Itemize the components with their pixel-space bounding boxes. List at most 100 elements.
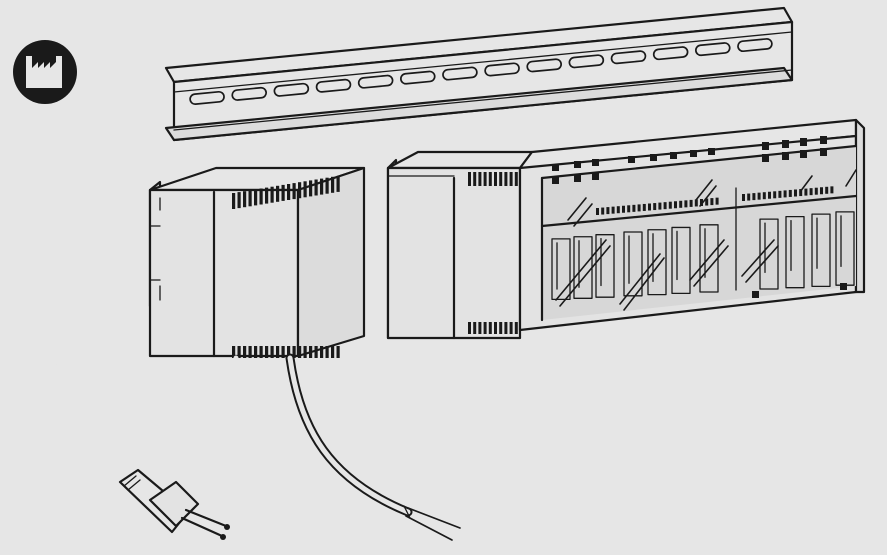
terminal-pin (601, 207, 605, 215)
terminal-pin (648, 203, 651, 211)
terminal-pin (468, 172, 471, 186)
rail-slot (357, 74, 394, 89)
terminal-pin (642, 203, 646, 211)
terminal-pin (303, 346, 307, 358)
rail-slot (273, 82, 310, 97)
indicator-led (592, 159, 599, 166)
glass-reflection (699, 185, 717, 207)
terminal-pin (637, 204, 641, 212)
terminal-pin (694, 199, 698, 207)
terminal-pin (752, 193, 756, 201)
terminal-pin (509, 172, 513, 186)
terminal-pin (248, 346, 252, 358)
terminal-pin (331, 176, 335, 193)
glass-reflection (693, 245, 729, 287)
terminal-pin (281, 346, 285, 358)
terminal-pin (276, 185, 280, 202)
terminal-pin (814, 187, 818, 195)
terminal-pin (494, 322, 497, 334)
indicator-led (782, 140, 789, 148)
terminal-pin (314, 346, 318, 358)
terminal-pin (509, 322, 513, 334)
terminal-pin (663, 202, 667, 210)
terminal-pin (254, 346, 258, 358)
terminal-pin (804, 188, 808, 196)
terminal-pin (259, 346, 263, 358)
terminal-pin (243, 191, 247, 208)
glass-reflection (573, 203, 593, 227)
glass-reflection (555, 239, 607, 301)
terminal-pin (276, 346, 280, 358)
rail-slot (526, 58, 563, 73)
terminal-pin (259, 188, 263, 205)
terminal-pin (627, 205, 631, 213)
rail-slot (399, 70, 436, 85)
terminal-pin (281, 184, 285, 201)
terminal-pin (799, 189, 803, 197)
terminal-pin (243, 346, 247, 358)
terminal-pin (504, 322, 508, 334)
indicator-led (762, 142, 769, 150)
terminal-pin (768, 191, 771, 199)
terminal-pin (742, 194, 745, 201)
terminal-pin (778, 190, 782, 198)
terminal-pin (325, 177, 329, 194)
terminal-pin (499, 172, 503, 186)
indicator-led (820, 148, 827, 156)
terminal-pin (298, 346, 302, 358)
rail-slot (484, 62, 520, 77)
relay-module (551, 238, 571, 301)
terminal-pin (270, 346, 274, 358)
terminal-pin (298, 182, 302, 199)
terminal-pin (700, 199, 703, 206)
terminal-pin (762, 192, 766, 200)
indicator-led (574, 161, 581, 168)
terminal-pin (611, 206, 615, 214)
terminal-pin (747, 193, 751, 201)
terminal-pin (265, 346, 269, 358)
terminal-pin (309, 346, 313, 358)
glass-reflection (619, 253, 661, 305)
indicator-led (762, 154, 769, 162)
rail-slot (652, 46, 689, 61)
indicator-led (708, 148, 715, 155)
terminal-pin (710, 198, 714, 206)
terminal-pin (237, 192, 241, 209)
terminal-pin (473, 322, 477, 334)
rail-slot (189, 90, 225, 105)
terminal-pin (287, 184, 291, 200)
terminal-pin (325, 346, 329, 358)
glass-reflection (745, 245, 779, 283)
terminal-pin (622, 205, 625, 213)
relay-module (785, 215, 805, 289)
terminal-pin (616, 206, 620, 214)
terminal-pin (788, 189, 792, 197)
indicator-led (800, 150, 807, 158)
stripped-wire-cable (285, 353, 461, 541)
terminal-pin (715, 197, 719, 205)
indicator-led (690, 150, 697, 157)
terminal-pin (320, 178, 324, 195)
terminal-pin (783, 190, 787, 198)
terminal-pin (483, 322, 487, 334)
terminal-pin (679, 200, 683, 208)
terminal-pin (292, 183, 296, 200)
terminal-pin (473, 172, 477, 186)
terminal-pin (757, 192, 761, 200)
indicator-led (592, 172, 599, 180)
relay-module (623, 231, 643, 297)
factory-icon (13, 40, 77, 104)
relay-module (811, 213, 831, 288)
glass-reflection (741, 239, 775, 277)
rail-slot (737, 38, 773, 53)
terminal-pin (270, 186, 274, 203)
terminal-pin (478, 172, 482, 186)
terminal-pin (658, 202, 662, 210)
terminal-pin (499, 322, 503, 334)
glass-reflection (689, 239, 725, 281)
glass-reflection (695, 179, 713, 201)
terminal-pin (705, 198, 709, 206)
indicator-led (650, 154, 657, 161)
glass-reflection (567, 197, 587, 221)
